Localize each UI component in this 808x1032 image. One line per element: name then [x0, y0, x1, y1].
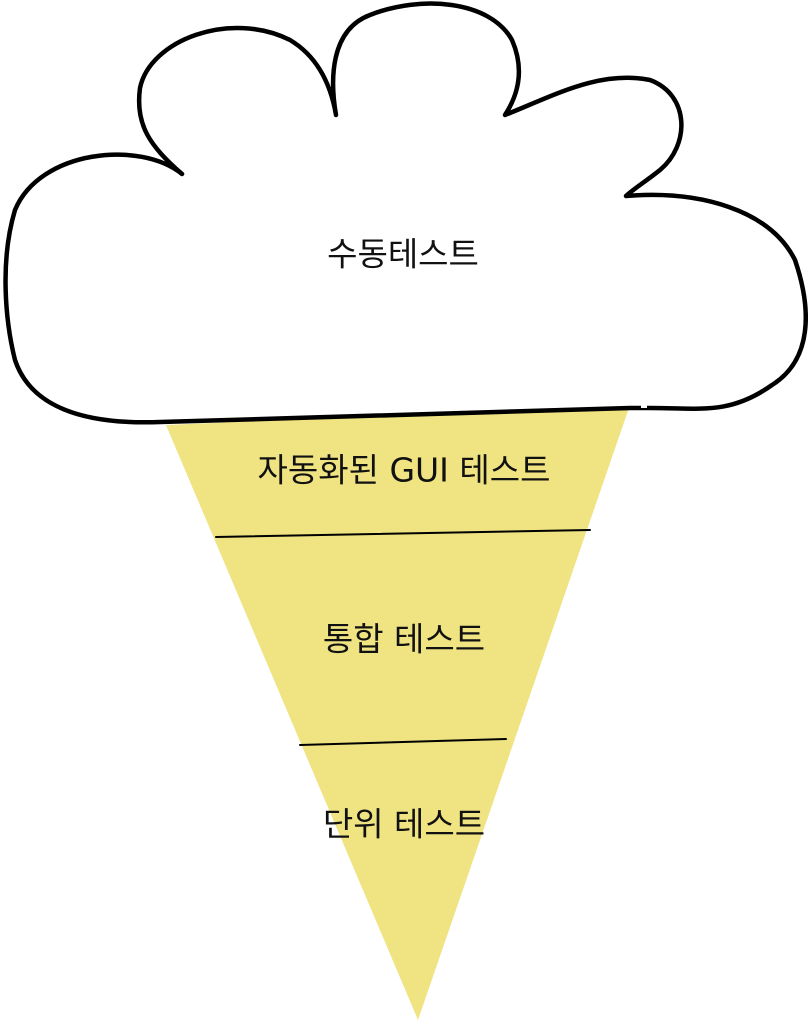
layer-divider-1: [215, 529, 591, 538]
layer-label-gui: 자동화된 GUI 테스트: [258, 451, 551, 490]
cloud-label: 수동테스트: [327, 235, 479, 274]
layer-label-integration: 통합 테스트: [323, 620, 485, 659]
cloud: [3, 1, 808, 425]
cone: [166, 405, 630, 1020]
layer-label-unit: 단위 테스트: [323, 805, 485, 844]
layer-divider-2: [299, 738, 507, 746]
